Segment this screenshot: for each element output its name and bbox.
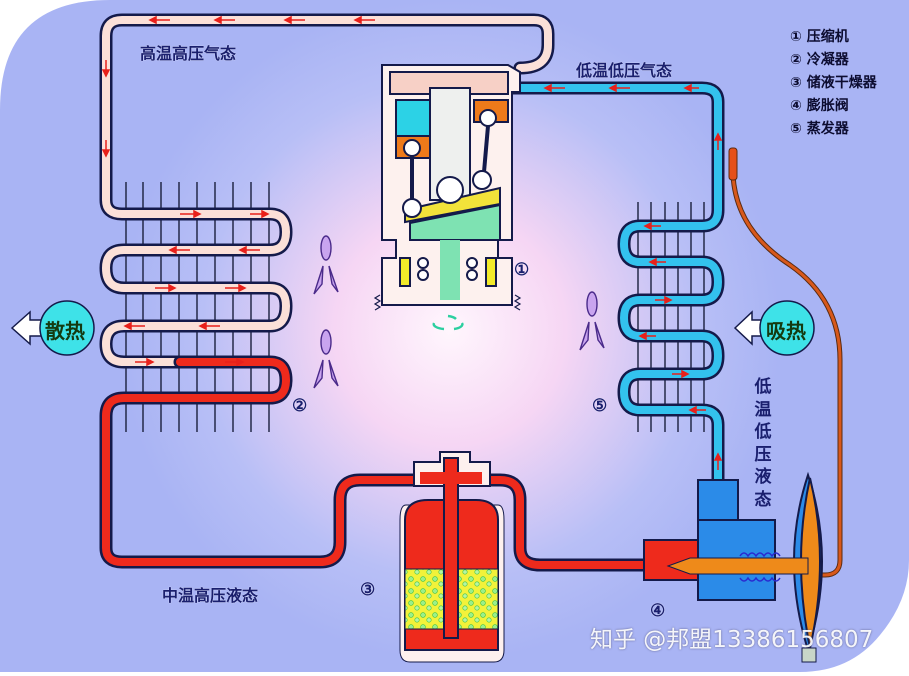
legend-label: 蒸发器 [806,121,849,137]
watermark: 知乎 @邦盟13386156807 [590,627,874,653]
hot-liquid-pipe [99,355,657,572]
sensing-bulb [728,147,738,181]
heat-release-icon [10,300,95,356]
legend-number: ③ [790,75,802,91]
number-drier: ③ [360,580,376,600]
heat-absorb-icon [733,300,815,356]
legend-label: 冷凝器 [806,52,849,68]
legend-label: 储液干燥器 [806,75,877,91]
sensing-line [728,147,843,578]
label-low-temp-low-pressure-liquid: 低温低压液态 [752,376,774,511]
compressor [381,64,521,306]
legend-label: 压缩机 [806,29,849,45]
flow-arrows [101,15,723,470]
legend-number: ② [790,52,802,68]
legend-number: ① [790,29,802,45]
hot-gas-pipe [99,13,555,369]
heat-absorb-label: 吸热 [766,319,806,343]
legend-label: 膨胀阀 [806,98,849,114]
fan-icon [313,235,605,389]
compressor-springs [373,294,522,311]
legend-item: ③ 储液干燥器 [790,72,877,95]
rotation-icon [432,314,464,331]
receiver-drier [399,451,505,663]
number-expansion-valve: ④ [650,601,666,621]
legend-item: ② 冷凝器 [790,49,877,72]
heat-release-label: 散热 [45,319,85,343]
arrow-marks-condenser [123,209,270,367]
component-legend: ① 压缩机 ② 冷凝器 ③ 储液干燥器 ④ 膨胀阀 ⑤ 蒸发器 [790,26,877,141]
condenser-fins [125,182,270,432]
arrow-marks-top [101,15,375,158]
evaporator-fins [637,202,705,432]
number-compressor: ① [514,260,530,280]
expansion-valve [643,471,823,663]
number-evaporator: ⑤ [592,396,608,416]
legend-item: ① 压缩机 [790,26,877,49]
vertical-state-text: 低温低压液态 [754,377,772,510]
legend-item: ④ 膨胀阀 [790,95,877,118]
cold-pipe [505,81,725,487]
legend-number: ④ [790,98,802,114]
legend-number: ⑤ [790,121,802,137]
legend-item: ⑤ 蒸发器 [790,118,877,141]
label-mid-temp-high-pressure-liquid: 中温高压液态 [162,586,259,605]
label-low-temp-low-pressure-gas: 低温低压气态 [576,61,673,80]
number-condenser: ② [292,396,308,416]
arrow-marks-cold [543,83,723,470]
label-high-temp-high-pressure-gas: 高温高压气态 [140,44,237,63]
